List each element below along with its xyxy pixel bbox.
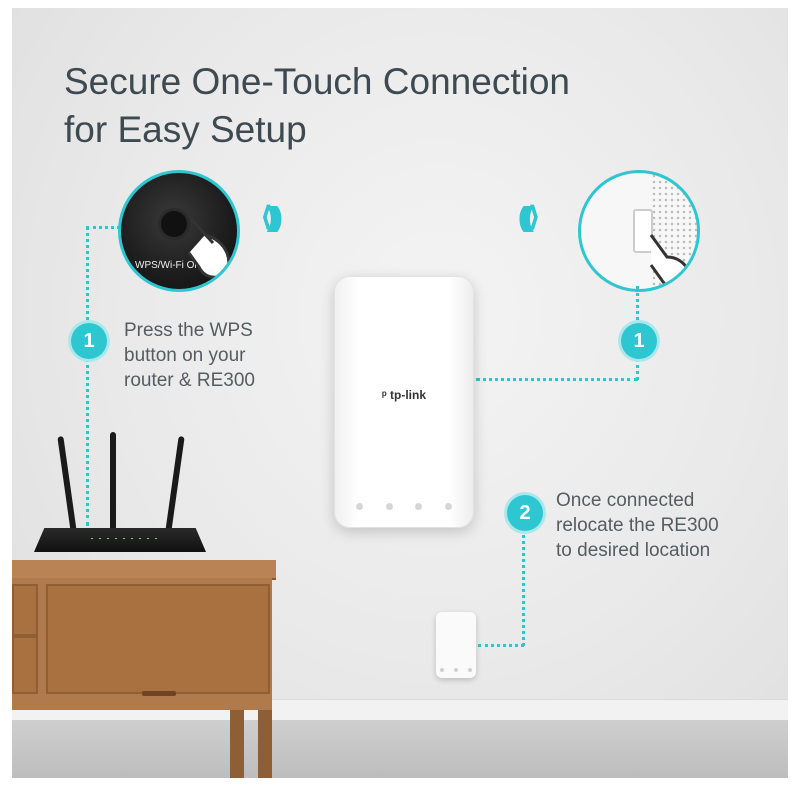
floor xyxy=(12,720,788,778)
cabinet-drawer xyxy=(12,636,38,694)
tp-link-logo-icon: ᵖ xyxy=(381,388,391,402)
connector-line xyxy=(522,528,525,646)
extender-wps-zoom xyxy=(578,170,700,292)
connector-line xyxy=(86,226,120,229)
5g-led-icon xyxy=(444,503,452,510)
cabinet xyxy=(12,578,272,710)
power-led-icon xyxy=(356,503,363,510)
pressing-hand-icon xyxy=(649,234,693,289)
title-line-1: Secure One-Touch Connection xyxy=(64,61,570,102)
router-wps-button xyxy=(161,211,187,237)
router-wps-label: WPS/Wi-Fi On xyxy=(135,260,200,271)
cabinet-handle xyxy=(142,691,176,696)
step-1-text: Press the WPS button on your router & RE… xyxy=(124,318,255,393)
router-antenna xyxy=(110,432,116,532)
extender-brand-label: tp-link xyxy=(390,388,427,402)
product-scene: Secure One-Touch Connection for Easy Set… xyxy=(12,8,788,778)
cabinet-leg xyxy=(230,710,244,778)
connector-line xyxy=(478,644,524,647)
step-2-text: Once connected relocate the RE300 to des… xyxy=(556,488,719,563)
step-1-right-badge: 1 xyxy=(618,320,660,362)
title-line-2: for Easy Setup xyxy=(64,109,307,150)
step-1-badge: 1 xyxy=(68,320,110,362)
step-2-line-1: Once connected xyxy=(556,490,695,511)
range-extender: ᵖ tp-link xyxy=(334,276,474,528)
router-status-leds xyxy=(88,537,158,540)
extender-wps-button xyxy=(633,209,653,253)
connector-line xyxy=(86,226,89,526)
cabinet-top xyxy=(12,560,276,580)
wireless-router xyxy=(34,528,206,552)
page-title: Secure One-Touch Connection for Easy Set… xyxy=(64,58,664,154)
router-antenna xyxy=(165,436,185,532)
step-1-line-3: router & RE300 xyxy=(124,370,255,391)
cabinet-leg xyxy=(258,710,272,778)
mini-extender-leds xyxy=(440,668,472,672)
cabinet-door xyxy=(46,584,270,696)
step-1-line-2: button on your xyxy=(124,345,246,366)
step-2-badge: 2 xyxy=(504,492,546,534)
pressing-hand-icon xyxy=(187,217,231,279)
router-wps-zoom: WPS/Wi-Fi On xyxy=(118,170,240,292)
step-2-line-2: relocate the RE300 xyxy=(556,515,719,536)
2g-led-icon xyxy=(415,503,423,510)
wifi-led-icon xyxy=(385,503,393,510)
router-antenna xyxy=(57,436,77,532)
wireless-signal-icon: ⟨))) xyxy=(524,201,541,232)
extender-leds xyxy=(356,503,452,510)
cabinet-drawer xyxy=(12,584,38,636)
wireless-signal-icon: ⟨))) xyxy=(260,201,283,232)
extender-logo: ᵖ tp-link xyxy=(334,388,474,402)
step-1-line-1: Press the WPS xyxy=(124,320,253,341)
relocated-extender xyxy=(436,612,476,678)
step-2-line-3: to desired location xyxy=(556,540,711,561)
connector-line xyxy=(476,378,638,381)
